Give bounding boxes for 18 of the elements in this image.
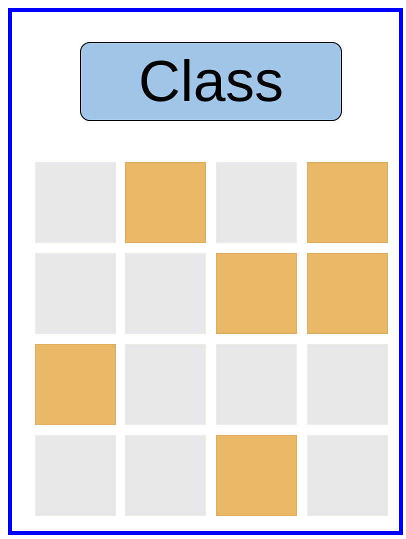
class-label: Class (138, 52, 284, 110)
empty-square (125, 435, 206, 516)
empty-square (125, 253, 206, 334)
empty-square (35, 162, 116, 243)
empty-square (307, 435, 388, 516)
empty-square (216, 162, 297, 243)
filled-square (307, 162, 388, 243)
filled-square (216, 435, 297, 516)
empty-square (125, 344, 206, 425)
filled-square (216, 253, 297, 334)
filled-square (125, 162, 206, 243)
empty-square (35, 435, 116, 516)
empty-square (216, 344, 297, 425)
filled-square (35, 344, 116, 425)
empty-square (307, 344, 388, 425)
filled-square (307, 253, 388, 334)
empty-square (35, 253, 116, 334)
class-box (80, 42, 342, 121)
